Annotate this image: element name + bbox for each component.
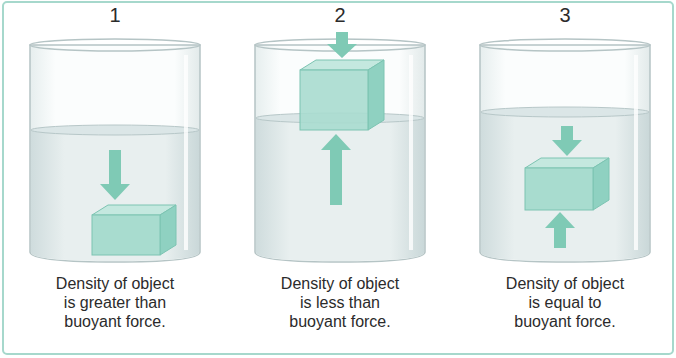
force-arrow [321,134,351,205]
caption-text: Density of object is equal to buoyant fo… [501,274,629,331]
panel-number: 1 [109,4,120,26]
force-arrow [545,212,575,248]
force-arrow [552,126,582,156]
beaker-3 [480,39,650,262]
force-arrow [327,32,357,58]
caption-text: Density of object is less than buoyant f… [276,274,404,331]
beaker-2 [255,32,425,262]
caption-text: Density of object is greater than buoyan… [51,274,179,331]
panel-number: 3 [559,4,570,26]
beaker-1 [30,39,200,262]
force-arrow [100,150,130,200]
panel-number: 2 [334,4,345,26]
frame-border [3,2,673,354]
